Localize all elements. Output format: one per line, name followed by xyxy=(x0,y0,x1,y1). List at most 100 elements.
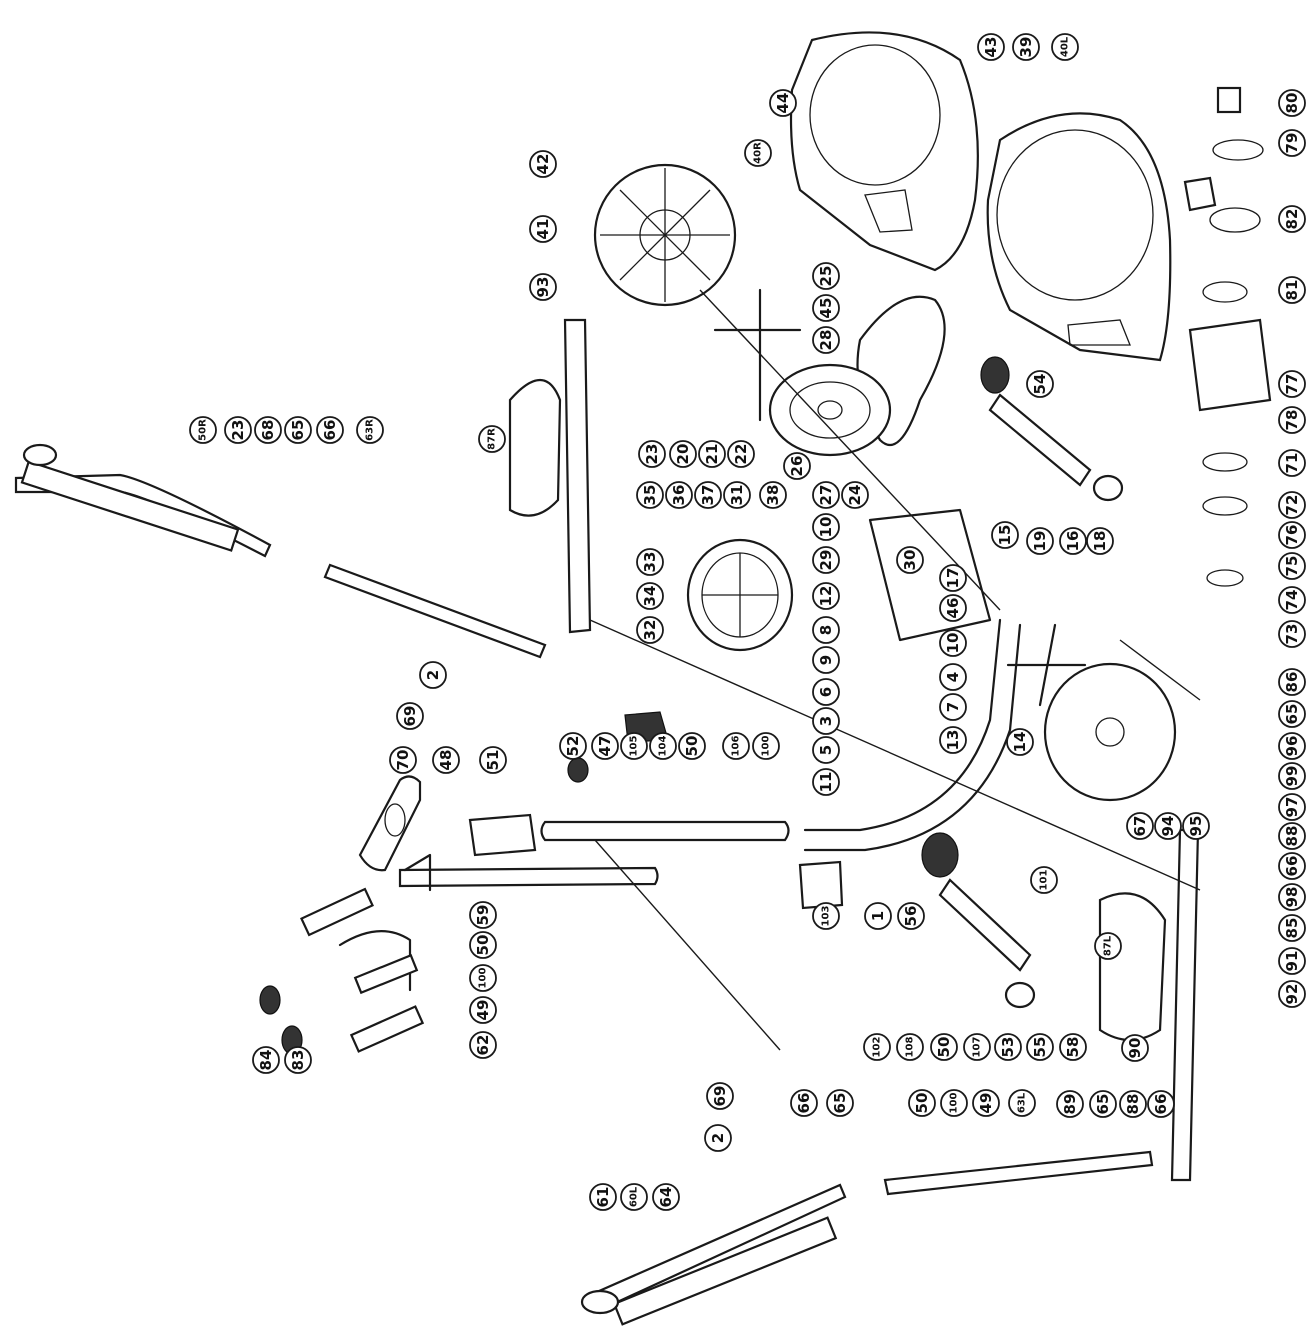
callout-label: 6 xyxy=(817,687,835,697)
callout-circle xyxy=(469,931,497,959)
callout-4: 4 xyxy=(939,663,967,691)
callout-20: 20 xyxy=(669,440,697,468)
callout-circle xyxy=(589,1183,617,1211)
callout-29: 29 xyxy=(812,546,840,574)
callout-circle xyxy=(812,262,840,290)
callout-circle xyxy=(1278,852,1306,880)
callout-label: 28 xyxy=(817,330,835,351)
callout-label: 66 xyxy=(1283,856,1301,877)
callout-label: 33 xyxy=(641,552,659,573)
callout-circle xyxy=(1121,1034,1149,1062)
callout-label: 40R xyxy=(753,142,764,164)
callout-label: 10 xyxy=(944,633,962,654)
callout-circle xyxy=(812,513,840,541)
callout-55: 55 xyxy=(1026,1033,1054,1061)
callout-label: 51 xyxy=(484,750,502,771)
callout-label: 71 xyxy=(1283,453,1301,474)
callout-circle xyxy=(704,1124,732,1152)
callout-label: 3 xyxy=(817,716,835,726)
callout-circle xyxy=(529,273,557,301)
callout-50: 50 xyxy=(678,732,706,760)
callout-104: 104 xyxy=(649,732,677,760)
callout-circle xyxy=(769,89,797,117)
callout-circle xyxy=(1278,552,1306,580)
callout-circle xyxy=(1278,129,1306,157)
callout-circle xyxy=(529,215,557,243)
callout-label: 47 xyxy=(596,736,614,757)
callout-103: 103 xyxy=(812,902,840,930)
callout-circle xyxy=(559,732,587,760)
callout-circle xyxy=(529,150,557,178)
callout-circle xyxy=(972,1089,1000,1117)
callout-label: 37 xyxy=(699,485,717,506)
callout-label: 7 xyxy=(944,702,962,712)
callout-76: 76 xyxy=(1278,521,1306,549)
callout-label: 85 xyxy=(1283,918,1301,939)
callout-80: 80 xyxy=(1278,89,1306,117)
callout-18: 18 xyxy=(1086,527,1114,555)
callout-2: 2 xyxy=(419,661,447,689)
callout-circle xyxy=(1089,1090,1117,1118)
callout-circle xyxy=(1278,449,1306,477)
main-frame xyxy=(803,618,1002,832)
callout-label: 69 xyxy=(711,1086,729,1107)
callout-label: 81 xyxy=(1283,280,1301,301)
callout-label: 48 xyxy=(437,750,455,771)
callout-circle xyxy=(1026,370,1054,398)
callout-87R: 87R xyxy=(478,425,506,453)
callout-label: 16 xyxy=(1064,531,1082,552)
callout-label: 61 xyxy=(594,1187,612,1208)
callout-label: 41 xyxy=(534,219,552,240)
left-pedal-arm xyxy=(1098,828,1200,1182)
callout-91: 91 xyxy=(1278,947,1306,975)
callout-circle xyxy=(812,481,840,509)
callout-circle xyxy=(991,521,1019,549)
callout-label: 50 xyxy=(913,1093,931,1114)
callout-label: 60L xyxy=(629,1186,640,1207)
callout-72: 72 xyxy=(1278,491,1306,519)
callout-65: 65 xyxy=(284,416,312,444)
callout-label: 49 xyxy=(474,1000,492,1021)
callout-label: 62 xyxy=(474,1035,492,1056)
flywheel-disc xyxy=(593,163,737,307)
callout-5: 5 xyxy=(812,736,840,764)
callout-circle xyxy=(1278,89,1306,117)
callout-circle xyxy=(1278,914,1306,942)
callout-circle xyxy=(1278,793,1306,821)
callout-64: 64 xyxy=(652,1183,680,1211)
callout-circle xyxy=(1147,1090,1175,1118)
callout-65: 65 xyxy=(1089,1090,1117,1118)
callout-108: 108 xyxy=(896,1033,924,1061)
callout-circle xyxy=(896,1033,924,1061)
callout-label: 26 xyxy=(788,456,806,477)
callout-circle xyxy=(1278,620,1306,648)
callout-92: 92 xyxy=(1278,980,1306,1008)
callout-95: 95 xyxy=(1182,812,1210,840)
callout-label: 66 xyxy=(321,420,339,441)
callout-circle xyxy=(723,481,751,509)
crank-disc xyxy=(1043,662,1177,802)
callout-45: 45 xyxy=(812,294,840,322)
callout-label: 50 xyxy=(474,935,492,956)
callout-circle xyxy=(469,901,497,929)
callout-10: 10 xyxy=(939,629,967,657)
callout-label: 21 xyxy=(703,444,721,465)
callout-26: 26 xyxy=(783,452,811,480)
callout-circle xyxy=(479,746,507,774)
callout-8: 8 xyxy=(812,616,840,644)
callout-label: 4 xyxy=(944,672,962,682)
callout-label: 102 xyxy=(872,1037,883,1058)
callout-circle xyxy=(812,768,840,796)
callout-circle xyxy=(908,1089,936,1117)
callout-circle xyxy=(1154,812,1182,840)
callout-label: 49 xyxy=(977,1093,995,1114)
callout-40R: 40R xyxy=(744,139,772,167)
callout-label: 20 xyxy=(674,444,692,465)
callout-circle xyxy=(678,732,706,760)
callout-37: 37 xyxy=(694,481,722,509)
callout-label: 87L xyxy=(1103,935,1114,956)
callout-circle xyxy=(1094,932,1122,960)
callout-circle xyxy=(189,416,217,444)
callout-38: 38 xyxy=(759,481,787,509)
callout-43: 43 xyxy=(977,33,1005,61)
